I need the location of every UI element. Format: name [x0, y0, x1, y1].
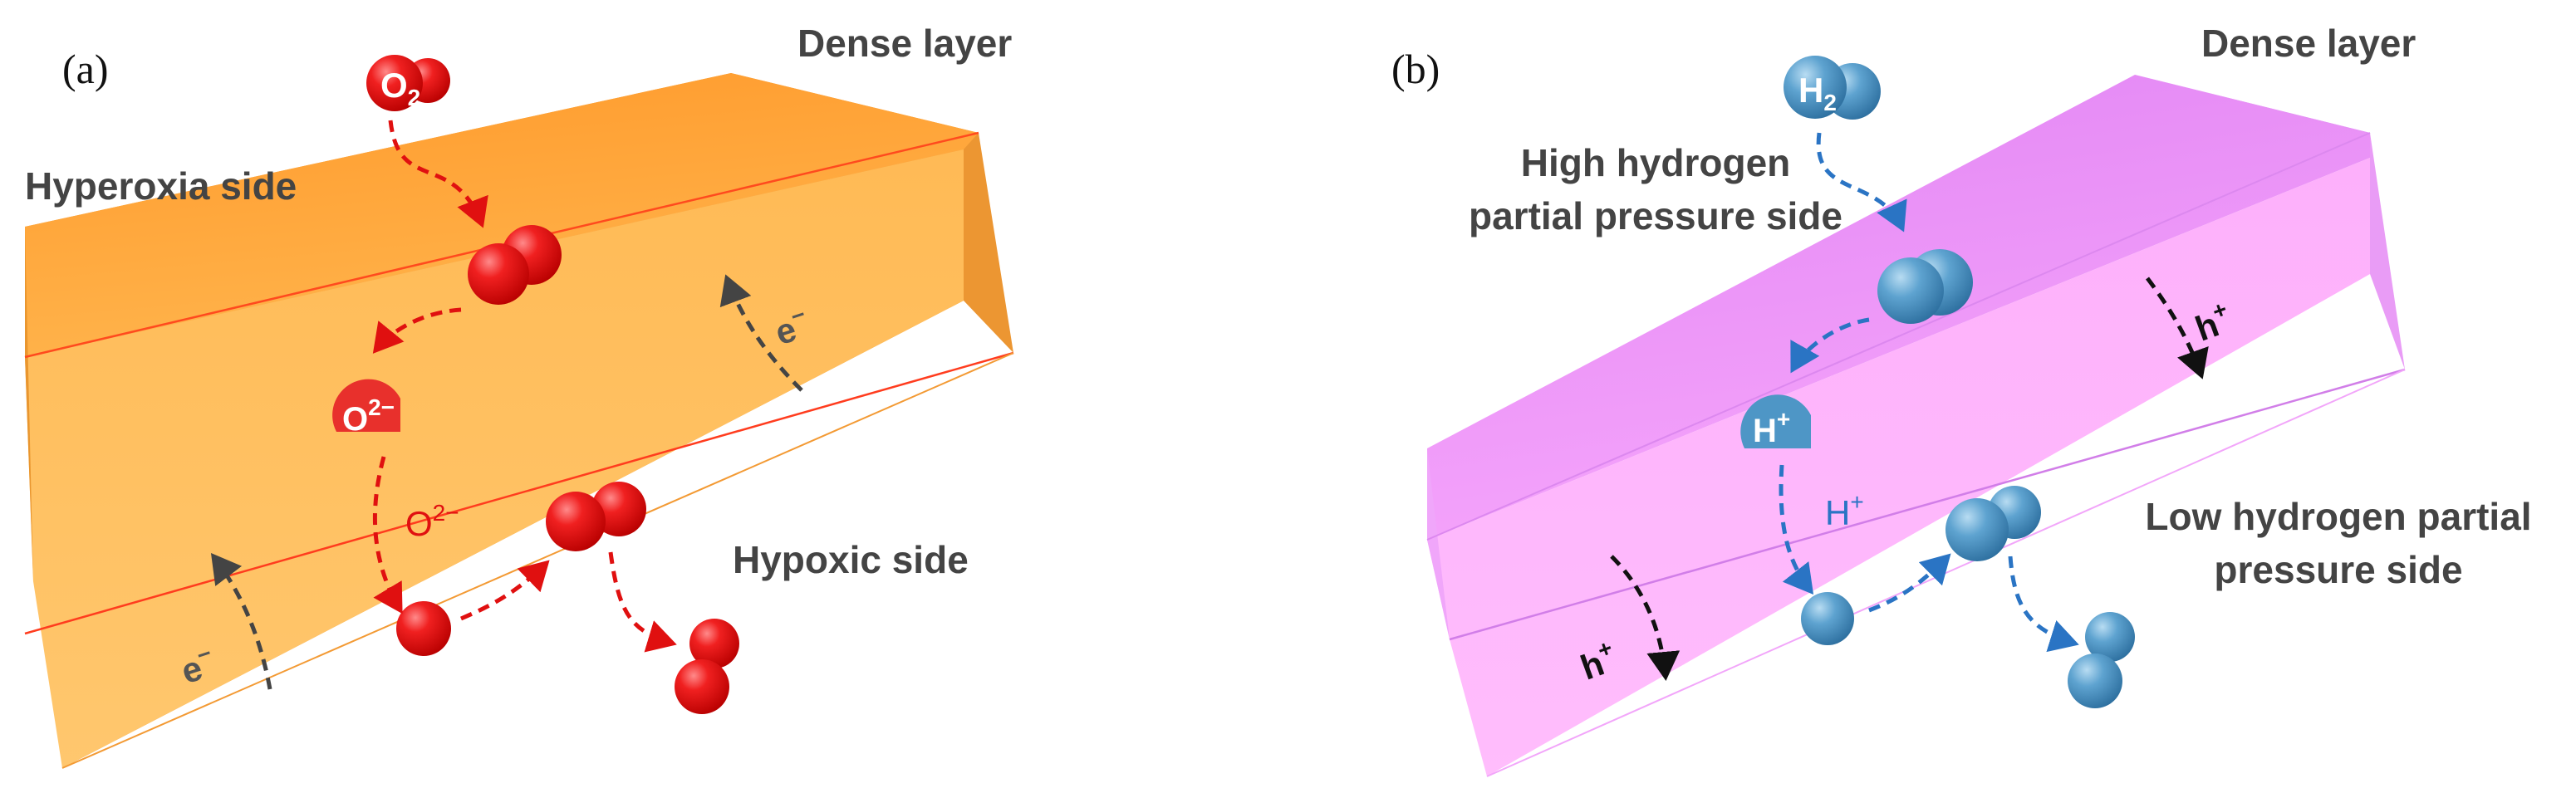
slab-a-side-face: [964, 133, 1013, 353]
panel-a-tag: (a): [62, 46, 109, 92]
svg-text:O2: O2: [380, 66, 420, 110]
panel-b-high-side-label-line2: partial pressure side: [1469, 194, 1842, 237]
panel-b-low-side-label-line1: Low hydrogen partial: [2145, 495, 2531, 538]
svg-text:H2: H2: [1798, 71, 1837, 115]
oxygen-atom-icon: [396, 601, 451, 656]
slab-b-front-face: [1427, 158, 2370, 776]
slab-a: [24, 73, 1014, 769]
o2-subscript: 2: [408, 85, 421, 110]
panel-a-high-side-label: Hyperoxia side: [25, 164, 297, 208]
adsorbed-o2-icon: [468, 225, 562, 305]
panel-b-high-side-label-line1: High hydrogen: [1521, 141, 1791, 184]
adsorbed-h2-icon: [1877, 249, 1973, 324]
svg-text:H+: H+: [1753, 406, 1790, 449]
h2-molecule-icon: H2: [1784, 56, 1881, 120]
slab-a-boundary-lower: [24, 351, 1014, 635]
oxide-ion-bulk-label: O2−: [405, 500, 459, 543]
slab-a-left-edge: [25, 227, 33, 581]
recombined-h2-icon: [1945, 486, 2041, 561]
panel-b-low-side-label-line2: pressure side: [2214, 548, 2462, 591]
slab-b-top-ridge: [2135, 75, 2370, 133]
proton-symbol: H: [1753, 413, 1777, 449]
slab-b-boundary-lower: [1449, 368, 2406, 641]
h2-symbol: H: [1798, 71, 1823, 110]
released-o2-icon: [675, 619, 739, 714]
hole-arrows: [1610, 277, 2209, 681]
o2-molecule-icon: O2: [366, 55, 450, 111]
proton-surface-icon: H+: [1740, 394, 1811, 449]
panel-a: (a) Dense layer Hyperoxia side Hypoxic s…: [24, 22, 1014, 769]
proton-charge: +: [1777, 406, 1790, 432]
oxide-ion-symbol: O: [342, 401, 368, 438]
hydrogen-atom-icon: [1801, 592, 1854, 645]
electron-label-lower: e−: [175, 640, 220, 692]
hydrogen-path-arrows: [1779, 132, 2079, 653]
panel-b: (b) Dense layer High hydrogen partial pr…: [1391, 22, 2532, 777]
slab-a-top-face: [25, 73, 979, 357]
panel-a-dense-layer-label: Dense layer: [797, 22, 1012, 65]
panel-a-low-side-label: Hypoxic side: [733, 538, 969, 581]
panel-b-tag: (b): [1391, 46, 1440, 92]
released-h2-icon: [2068, 612, 2135, 708]
electron-arrows: [210, 274, 803, 690]
panel-b-dense-layer-label: Dense layer: [2201, 22, 2416, 65]
o2-symbol: O: [380, 66, 408, 105]
h2-subscript: 2: [1823, 90, 1837, 115]
slab-b-left-edge: [1427, 448, 1450, 639]
proton-bulk-label: H+: [1825, 489, 1864, 532]
slab-b-side-face: [2370, 133, 2405, 370]
svg-text:O2−: O2−: [342, 394, 395, 438]
oxide-ion-surface-icon: O2−: [332, 379, 400, 438]
oxide-ion-charge: 2−: [368, 394, 395, 420]
oxygen-path-arrows: [372, 120, 677, 653]
recombined-o2-icon: [546, 482, 646, 551]
slab-b-boundary-upper: [1426, 132, 2371, 541]
